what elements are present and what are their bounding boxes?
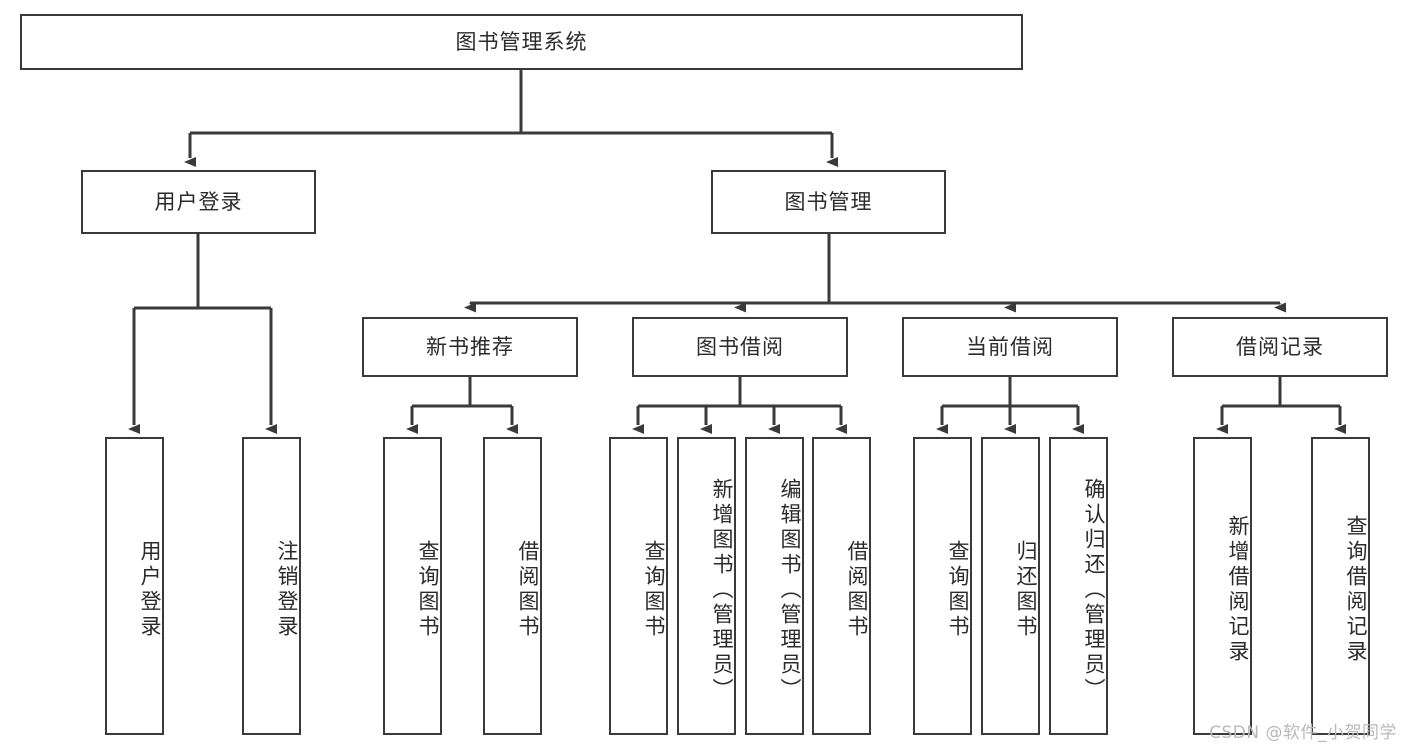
node-label: 图书管理系统 — [455, 29, 588, 54]
node-leaf-recommend-query-book[interactable]: 查询图书 — [383, 437, 442, 735]
node-label: 编辑图书（管理员） — [778, 477, 802, 703]
node-leaf-recommend-borrow-book[interactable]: 借阅图书 — [483, 437, 542, 735]
node-leaf-query-borrow-record[interactable]: 查询借阅记录 — [1311, 437, 1370, 735]
node-label: 借阅图书 — [845, 540, 869, 640]
node-label: 借阅记录 — [1236, 334, 1324, 359]
node-leaf-add-borrow-record[interactable]: 新增借阅记录 — [1193, 437, 1252, 735]
node-label: 新增图书（管理员） — [710, 477, 734, 703]
node-leaf-add-book-admin[interactable]: 新增图书（管理员） — [677, 437, 736, 735]
node-current-borrow[interactable]: 当前借阅 — [902, 317, 1118, 377]
node-book-borrow[interactable]: 图书借阅 — [632, 317, 848, 377]
node-leaf-borrow-query-book[interactable]: 查询图书 — [609, 437, 668, 735]
node-label: 当前借阅 — [966, 334, 1054, 359]
node-borrow-record[interactable]: 借阅记录 — [1172, 317, 1388, 377]
node-label: 查询图书 — [416, 540, 440, 640]
node-leaf-return-book[interactable]: 归还图书 — [981, 437, 1040, 735]
node-label: 图书管理 — [784, 189, 873, 214]
node-label: 查询图书 — [642, 540, 666, 640]
node-label: 新书推荐 — [426, 334, 514, 359]
node-label: 图书借阅 — [696, 334, 784, 359]
node-label: 查询图书 — [946, 540, 970, 640]
node-leaf-current-query-book[interactable]: 查询图书 — [913, 437, 972, 735]
node-label: 新增借阅记录 — [1226, 515, 1250, 665]
node-leaf-confirm-return-admin[interactable]: 确认归还（管理员） — [1049, 437, 1108, 735]
node-user-login[interactable]: 用户登录 — [81, 170, 316, 234]
node-label: 借阅图书 — [516, 540, 540, 640]
node-leaf-user-login[interactable]: 用户登录 — [105, 437, 164, 735]
node-leaf-logout[interactable]: 注销登录 — [242, 437, 301, 735]
node-leaf-borrow-book[interactable]: 借阅图书 — [812, 437, 871, 735]
node-label: 归还图书 — [1014, 540, 1038, 640]
node-label: 确认归还（管理员） — [1082, 477, 1106, 703]
node-leaf-edit-book-admin[interactable]: 编辑图书（管理员） — [745, 437, 804, 735]
node-label: 用户登录 — [138, 540, 162, 640]
node-root-system[interactable]: 图书管理系统 — [20, 14, 1023, 70]
node-new-book-recommend[interactable]: 新书推荐 — [362, 317, 578, 377]
node-book-management[interactable]: 图书管理 — [711, 170, 946, 234]
watermark-text: CSDN @软件_小贺同学 — [1209, 723, 1397, 743]
node-label: 用户登录 — [154, 189, 243, 214]
node-label: 查询借阅记录 — [1344, 515, 1368, 665]
node-label: 注销登录 — [275, 540, 299, 640]
